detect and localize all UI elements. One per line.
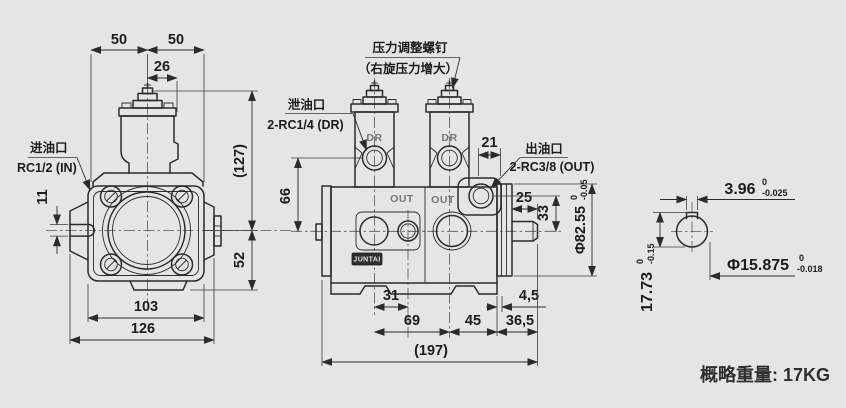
dim-50-left: 50 (111, 32, 127, 48)
body-ring-outer (397, 220, 419, 242)
dim-103: 103 (134, 299, 158, 315)
bore-circle (112, 196, 181, 265)
outlet-port-circle (468, 183, 494, 209)
key-width-tol-upper: 0 (762, 177, 767, 187)
brand-label: JUNTAI (353, 257, 380, 264)
key-profile (685, 211, 699, 220)
body-circle-2 (435, 214, 469, 248)
pressure-screw-label: 压力调整螺钉 (372, 40, 448, 55)
mounting-feet (330, 282, 498, 295)
out-mark-2: OUT (431, 194, 455, 206)
dim-66: 66 (278, 188, 294, 204)
left-mounting-slot (69, 223, 96, 237)
dim-25: 25 (516, 190, 532, 206)
dim-69: 69 (404, 313, 420, 329)
shaft-dia-tol-upper: 0 (799, 253, 804, 263)
out-mark-1: OUT (390, 193, 414, 205)
dim-26: 26 (154, 59, 170, 75)
valve-tower-2: DR (425, 80, 474, 188)
pilot-boss-circle (102, 186, 191, 275)
mounting-flange (87, 185, 205, 282)
pilot-circle (107, 191, 186, 270)
dim-33: 33 (536, 205, 552, 221)
body-recess-panel (355, 211, 421, 251)
drain-port-spec: 2-RC1/4 (DR) (267, 118, 343, 132)
dr-mark-1: DR (366, 132, 382, 144)
outlet-port-block (457, 177, 502, 216)
shaft-key-detail: 3.96 0 -0.025 Φ15.875 0 -0.018 17.73 0 -… (635, 177, 823, 312)
body-ring-inner (400, 223, 416, 239)
key-height-tol-upper: 0 (635, 259, 645, 264)
inlet-port-label: 进油口 (30, 140, 68, 155)
dim-21: 21 (481, 135, 497, 151)
dim-126: 126 (131, 321, 155, 337)
key-width-tol-lower: -0.025 (762, 188, 788, 198)
key-height-tol-lower: -0.15 (646, 243, 656, 264)
inlet-port-spec: RC1/2 (IN) (17, 161, 77, 175)
dim-197: (197) (414, 343, 448, 359)
brand-badge (351, 252, 383, 266)
dim-52: 52 (232, 252, 248, 268)
body-circle-2-outer (432, 211, 472, 251)
dim-11: 11 (35, 189, 51, 204)
dim-127: (127) (232, 144, 248, 178)
dim-50-right: 50 (168, 32, 184, 48)
rear-cover (496, 183, 513, 277)
valve-tower-1: DR (350, 80, 399, 188)
left-mounting-wing (69, 201, 89, 261)
front-valve-tower (120, 115, 179, 174)
side-view: JUNTAI OUT OUT DR (267, 40, 597, 366)
dr-mark-2: DR (441, 132, 457, 144)
inlet-stub (315, 223, 323, 241)
drive-shaft (511, 220, 539, 242)
shaft-dia-dim: Φ15.875 (727, 257, 789, 274)
outlet-port-bore (472, 187, 490, 205)
drain-port-label: 泄油口 (288, 97, 326, 112)
body-circle-1 (359, 216, 389, 246)
cap-tab (163, 102, 174, 109)
right-mounting-wing (203, 201, 215, 261)
front-view: 50 50 26 (127) 52 11 103 126 进油口 RC1/2 (17, 32, 291, 344)
dim-31: 31 (383, 288, 399, 304)
outlet-port-spec: 2-RC3/8 (OUT) (510, 160, 595, 174)
dim-45: 45 (465, 313, 481, 329)
flange-inner-face (93, 191, 199, 276)
flange-top-strip (92, 172, 204, 187)
weight-note: 概略重量: 17KG (700, 364, 830, 385)
side-plug (213, 215, 222, 247)
dim-4-5: 4,5 (519, 288, 539, 304)
key-height-dim: 17.73 (639, 272, 656, 312)
dim-82-55: Φ82.55 (573, 206, 589, 254)
dim-36-5: 36,5 (506, 313, 534, 329)
key-width-dim: 3.96 (724, 181, 755, 198)
shaft-section-circle (675, 215, 709, 248)
flange-bottom-boss (129, 280, 188, 291)
outlet-port-label: 出油口 (525, 141, 563, 156)
dim-82-55-tol-upper: 0 (569, 195, 579, 200)
dim-82-55-tol-lower: -0.05 (579, 179, 589, 200)
shaft-dia-tol-lower: -0.018 (797, 264, 823, 274)
cap-tab (121, 102, 132, 109)
bolt-holes (99, 185, 194, 276)
pressure-screw-note: （右旋压力增大） (358, 61, 458, 76)
